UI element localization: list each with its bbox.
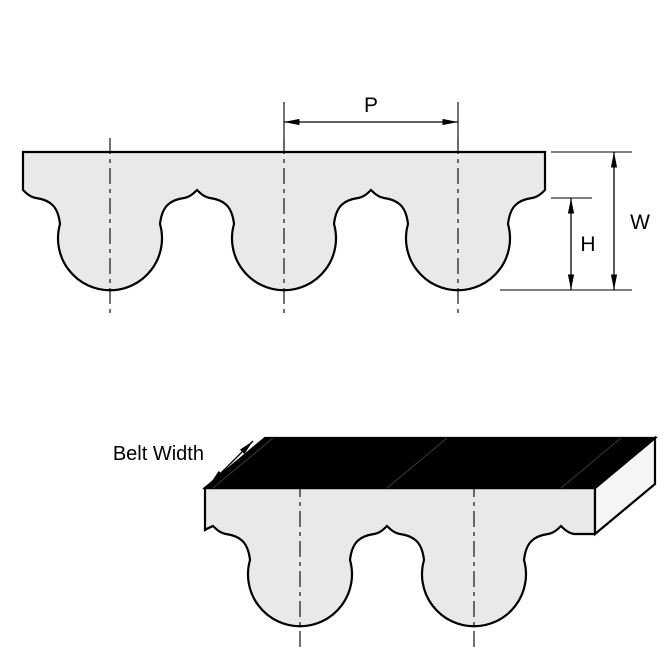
belt-width-arrow [209, 440, 254, 485]
w-dimension-label: W [630, 211, 650, 234]
top-face-seam-3 [560, 437, 622, 489]
belt-width-label: Belt Width [113, 443, 204, 465]
belt-front-face [203, 486, 597, 628]
pitch-dimension-label: P [364, 94, 378, 117]
isometric-view: Belt Width [113, 435, 659, 648]
top-face-seam-2 [386, 437, 448, 489]
cross-section-view: P W H [21, 94, 650, 314]
h-dimension-label: H [580, 233, 595, 256]
belt-top-face [201, 436, 659, 490]
